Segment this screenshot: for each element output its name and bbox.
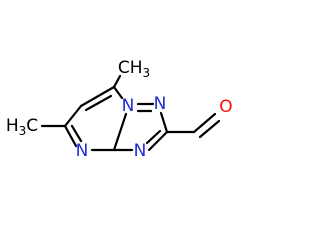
atom-methyl-top: CH3 bbox=[118, 58, 150, 80]
bond-c3a-n1 bbox=[112, 112, 128, 152]
bond-c7-c6 bbox=[79, 85, 116, 108]
atom-n-ring-left: N bbox=[76, 141, 89, 161]
atom-n-bottom-right: N bbox=[134, 141, 147, 161]
bond-cho-o bbox=[192, 112, 217, 134]
bond-cho-o-double bbox=[198, 119, 221, 139]
bond-c7-methyl bbox=[112, 74, 122, 89]
atom-n-top-right: N bbox=[154, 94, 167, 114]
chemical-structure: CH3 H3C N N N N O bbox=[6, 58, 233, 161]
bond-c2-n3 bbox=[147, 130, 169, 152]
bond-c6-c5 bbox=[63, 104, 83, 128]
bond-n1-c7 bbox=[112, 85, 124, 100]
bond-c2-n3-double bbox=[145, 129, 162, 145]
bond-n2-c2 bbox=[159, 111, 169, 134]
atom-oxygen: O bbox=[219, 97, 232, 117]
bond-c5-n4 bbox=[63, 124, 78, 148]
bond-c7-c6-double bbox=[84, 94, 113, 112]
bond-c5-n4-double bbox=[70, 124, 83, 143]
atom-methyl-left: H3C bbox=[6, 116, 38, 138]
atom-n-bridge: N bbox=[122, 96, 135, 116]
